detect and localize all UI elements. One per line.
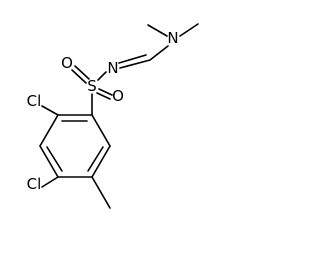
bond-ring-c3-c4 [39,145,59,178]
atom-oxygen-lower: O [112,87,124,105]
bond-s-o-lower-b [96,92,111,100]
atom-chlorine-upper: Cl [27,92,42,110]
label-masks [24,30,180,192]
bond-ring-c6-c1 [91,114,111,147]
atom-sulfur: S [87,77,97,95]
mask-chlorine-lower [24,176,44,192]
molecule-drawing: N N S O O Cl Cl [24,23,199,209]
mask-n-imine [106,60,120,76]
bond-ring-c5-c6 [91,145,111,178]
bond-s-o-upper-a [71,69,87,84]
mask-oxygen-lower [111,88,125,104]
atom-chlorine-lower: Cl [27,175,42,193]
bond-ring-methyl [91,176,111,209]
bonds [39,23,199,209]
atom-n-imine: N [107,59,118,77]
structure-diagram: N N S O O Cl Cl [24,23,199,209]
bond-n-s [97,71,107,81]
bond-ring-inner-2 [46,146,63,172]
mask-n-amine [166,30,180,46]
atom-labels: N N S O O Cl Cl [27,29,179,193]
bond-n-ch [149,45,169,61]
bond-s-o-upper-b [74,65,90,80]
atom-n-amine: N [167,29,178,47]
bond-ch-n-double-a [119,59,151,69]
bond-ring-c2-c3 [39,114,59,147]
mask-chlorine-upper [24,93,44,109]
bond-ring-inner-3 [87,146,104,172]
bond-n-methyl-right [179,23,199,37]
bond-ch-n-double-b [118,54,147,64]
atom-oxygen-upper: O [61,54,73,72]
bond-s-o-lower-a [98,88,113,96]
bond-n-methyl-left [147,24,168,37]
bond-cl-upper [41,105,59,116]
bond-cl-lower [41,176,59,188]
mask-oxygen-upper [60,55,74,71]
mask-sulfur [85,78,99,94]
